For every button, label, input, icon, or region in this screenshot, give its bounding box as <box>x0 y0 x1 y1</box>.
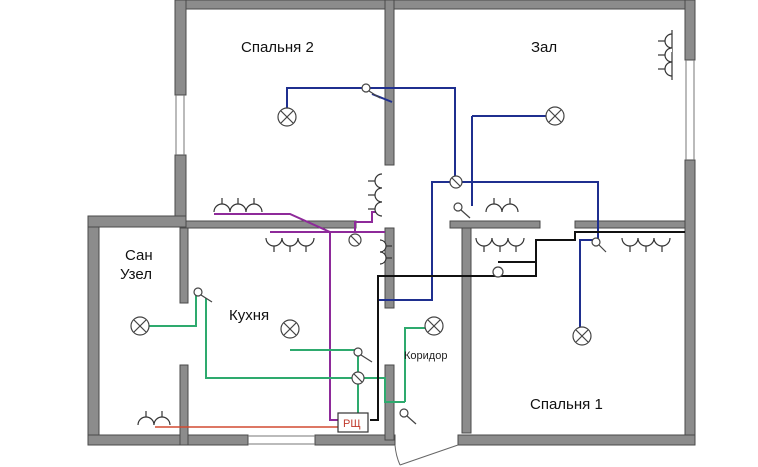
room-label-bedroom1: Спальня 1 <box>530 396 603 413</box>
socket-icon <box>475 237 493 252</box>
socket-icon <box>368 173 383 189</box>
switch-icon <box>351 371 365 385</box>
switches <box>193 83 607 425</box>
wiring-black <box>370 231 685 421</box>
switch-icon <box>449 175 463 189</box>
socket-icon <box>653 237 671 252</box>
socket-icon <box>368 187 383 203</box>
socket-icon <box>368 201 383 217</box>
light-icon <box>424 316 444 336</box>
panel-label: РЩ <box>343 418 361 430</box>
socket-icon <box>485 198 503 213</box>
light-icon <box>280 319 300 339</box>
socket-icon <box>229 198 247 213</box>
switch-icon <box>453 202 471 219</box>
switch-icon <box>591 237 607 253</box>
socket-icon <box>265 237 283 252</box>
socket-icon <box>379 251 392 265</box>
distribution-panel: РЩ <box>337 412 369 433</box>
socket-icon <box>507 237 525 252</box>
socket-icon <box>281 237 299 252</box>
switch-icon <box>353 347 373 363</box>
socket-icon <box>501 198 519 213</box>
socket-icon <box>245 198 263 213</box>
socket-icon <box>297 237 315 252</box>
socket-icon <box>491 237 509 252</box>
socket-icon <box>637 237 655 252</box>
socket-icon <box>658 47 673 63</box>
sockets <box>137 30 673 426</box>
light-icon <box>545 106 565 126</box>
socket-icon <box>213 198 231 213</box>
switch-icon <box>492 266 504 278</box>
room-label-bathroom-2: Узел <box>120 266 152 283</box>
switch-icon <box>193 287 213 303</box>
socket-icon <box>658 52 673 80</box>
socket-icon <box>153 411 171 426</box>
room-label-hall: Зал <box>531 39 557 56</box>
room-label-corridor: Коридор <box>404 350 447 362</box>
room-label-kitchen: Кухня <box>229 307 269 324</box>
room-label-bathroom-1: Сан <box>125 247 153 264</box>
socket-icon <box>137 411 155 426</box>
switch-icon <box>361 83 381 99</box>
light-icon <box>130 316 150 336</box>
light-icon <box>572 326 592 346</box>
ceiling-lights <box>130 106 592 346</box>
switch-icon <box>348 233 362 247</box>
room-label-bedroom2: Спальня 2 <box>241 39 314 56</box>
switch-icon <box>399 408 417 425</box>
windows <box>175 60 695 445</box>
socket-icon <box>621 237 639 252</box>
light-icon <box>277 107 297 127</box>
walls <box>87 0 696 446</box>
wiring-green <box>140 293 432 420</box>
entrance-door <box>394 444 459 466</box>
